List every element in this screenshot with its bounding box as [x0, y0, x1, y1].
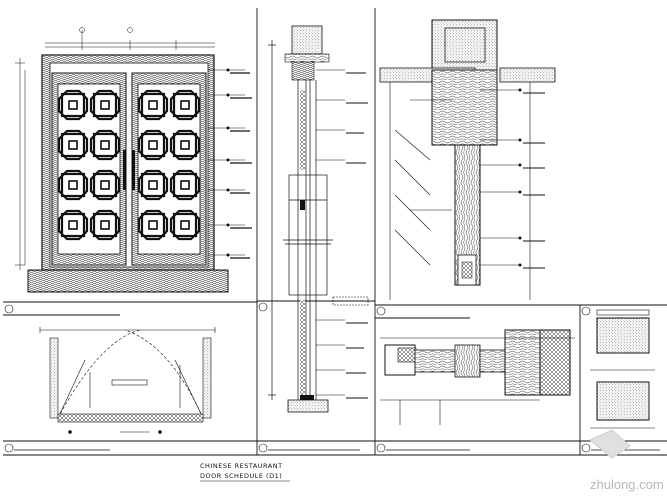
- sheet-title-line1: CHINESE RESTAURANT: [200, 462, 283, 470]
- door-handle-left: [123, 150, 126, 190]
- door-swing-right: [124, 329, 204, 419]
- elevation-dimension-lines: [15, 27, 215, 270]
- door-elevation-view: [15, 27, 252, 293]
- section-detail-view: [379, 19, 556, 300]
- door-handle-right: [132, 150, 135, 190]
- door-threshold: [27, 269, 229, 293]
- sheet-frames: [3, 8, 667, 456]
- door-swing-left: [57, 329, 141, 419]
- watermark: zhulong.com: [589, 429, 664, 492]
- vertical-section-view: [268, 25, 369, 413]
- watermark-text: zhulong.com: [590, 477, 664, 492]
- door-plan-view: [39, 327, 216, 434]
- sheet-title-line2: DOOR SCHEDULE (D1): [200, 472, 282, 480]
- handle-detail-view: [590, 309, 655, 429]
- view-label-markers: [4, 302, 591, 453]
- horizontal-detail-view: [380, 329, 575, 425]
- section-leaders: [316, 69, 345, 396]
